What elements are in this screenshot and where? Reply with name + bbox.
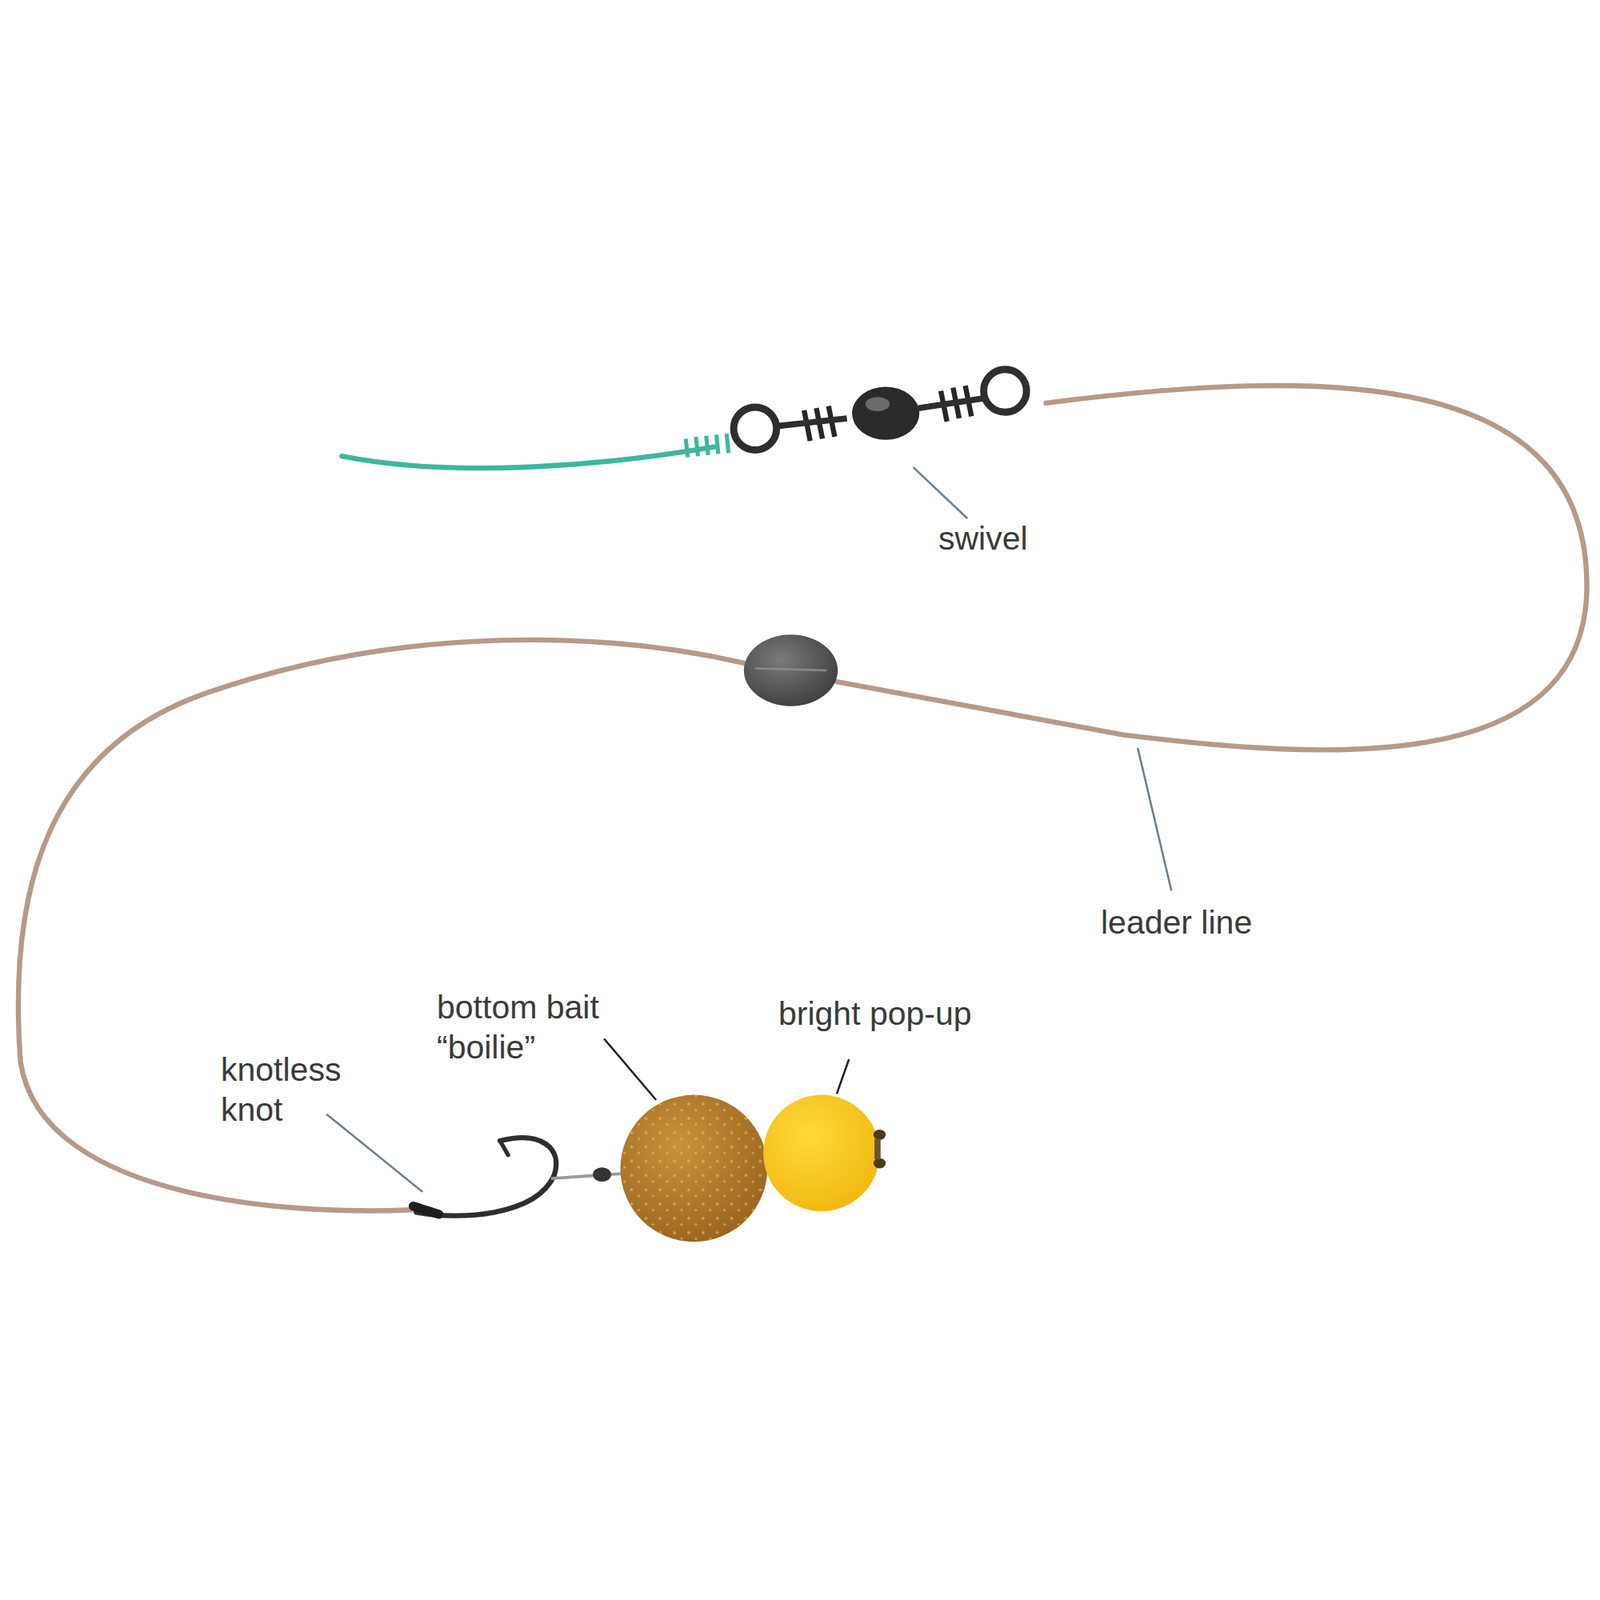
pointer-lines bbox=[326, 467, 1172, 1192]
part-label: bright pop-up bbox=[778, 993, 1083, 1034]
part-label: bottom bait “boilie” bbox=[436, 987, 677, 1068]
hair bbox=[551, 1173, 625, 1179]
bait-stop bbox=[873, 1129, 886, 1168]
lead-weight bbox=[744, 634, 838, 706]
hook-stop bbox=[592, 1167, 612, 1182]
part-label: swivel bbox=[938, 518, 1147, 559]
bottom-bait bbox=[620, 1095, 768, 1243]
swivel bbox=[733, 369, 1027, 451]
leader-line bbox=[18, 385, 1588, 1211]
hook bbox=[413, 1137, 557, 1216]
part-label: knotless knot bbox=[220, 1049, 401, 1130]
main-line bbox=[341, 447, 715, 468]
part-label: leader line bbox=[1100, 902, 1389, 943]
pop-up-bait bbox=[763, 1095, 880, 1212]
line-knot bbox=[685, 433, 729, 457]
